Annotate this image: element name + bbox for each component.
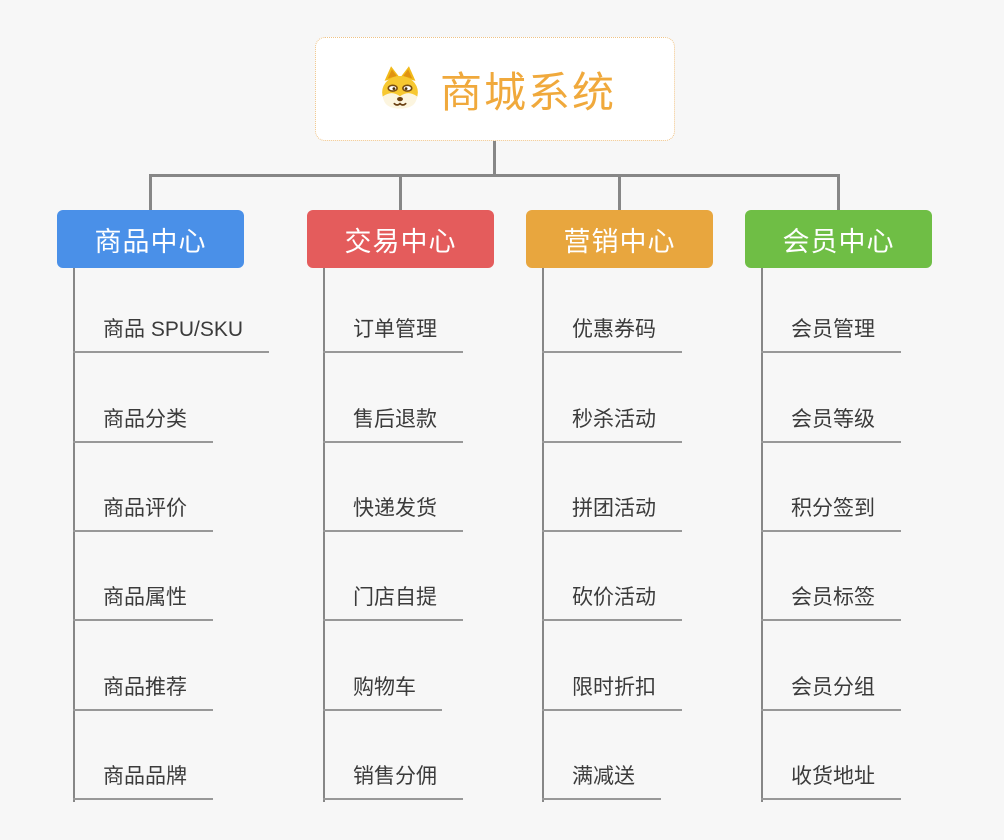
leaf-node[interactable]: 收货地址 [761, 760, 901, 800]
connector-column-line [542, 268, 544, 802]
leaf-node[interactable]: 快递发货 [323, 492, 463, 532]
connector-branch-drop [837, 174, 840, 210]
leaf-node[interactable]: 商品品牌 [73, 760, 213, 800]
branch-node-trade-center[interactable]: 交易中心 [307, 210, 494, 268]
connector-column-line [761, 268, 763, 802]
branch-node-product-center[interactable]: 商品中心 [57, 210, 244, 268]
connector-branch-drop [399, 174, 402, 210]
connector-horizontal [149, 174, 840, 177]
leaf-node[interactable]: 商品属性 [73, 581, 213, 621]
leaf-node[interactable]: 积分签到 [761, 492, 901, 532]
branch-node-marketing-center[interactable]: 营销中心 [526, 210, 713, 268]
connector-column-line [73, 268, 75, 802]
connector-branch-drop [149, 174, 152, 210]
leaf-node[interactable]: 会员标签 [761, 581, 901, 621]
connector-branch-drop [618, 174, 621, 210]
leaf-node[interactable]: 商品推荐 [73, 671, 213, 711]
connector-root-drop [493, 141, 496, 177]
leaf-node[interactable]: 订单管理 [323, 313, 463, 353]
leaf-node[interactable]: 售后退款 [323, 403, 463, 443]
branch-node-member-center[interactable]: 会员中心 [745, 210, 932, 268]
leaf-node[interactable]: 优惠券码 [542, 313, 682, 353]
leaf-node[interactable]: 秒杀活动 [542, 403, 682, 443]
leaf-node[interactable]: 会员等级 [761, 403, 901, 443]
root-node-label: 商城系统 [439, 68, 616, 116]
leaf-node[interactable]: 门店自提 [323, 581, 463, 621]
leaf-node[interactable]: 限时折扣 [542, 671, 682, 711]
leaf-node[interactable]: 购物车 [323, 671, 442, 711]
leaf-node[interactable]: 会员分组 [761, 671, 901, 711]
leaf-node[interactable]: 商品评价 [73, 492, 213, 532]
leaf-node[interactable]: 会员管理 [761, 313, 901, 353]
leaf-node[interactable]: 砍价活动 [542, 581, 682, 621]
leaf-node[interactable]: 拼团活动 [542, 492, 682, 532]
leaf-node[interactable]: 商品分类 [73, 403, 213, 443]
root-node[interactable]: 商城系统 [315, 37, 675, 141]
connector-column-line [323, 268, 325, 802]
leaf-node[interactable]: 满减送 [542, 760, 661, 800]
leaf-node[interactable]: 销售分佣 [323, 760, 463, 800]
leaf-node[interactable]: 商品 SPU/SKU [73, 313, 270, 353]
dog-face-icon [382, 66, 418, 109]
